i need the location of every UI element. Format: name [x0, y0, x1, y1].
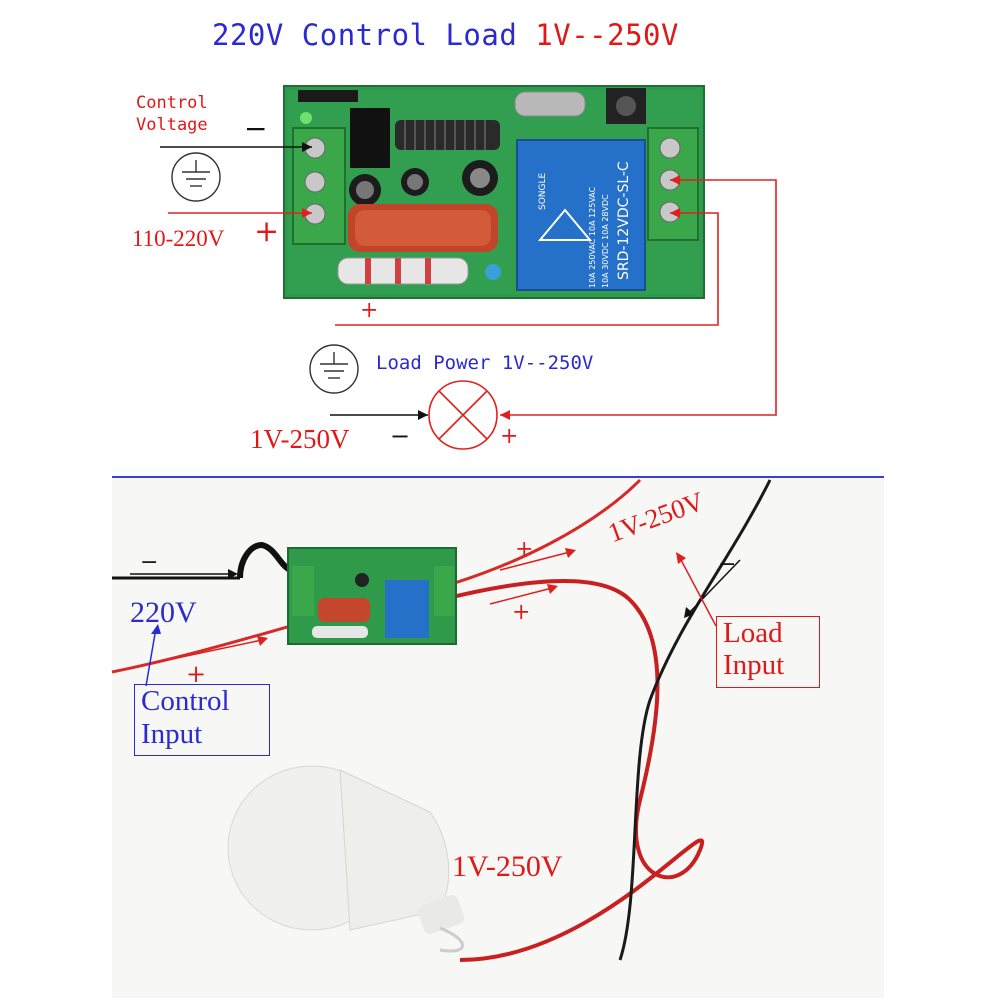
control-minus-sign: −	[244, 112, 268, 145]
control-voltage-line-2: Voltage	[136, 115, 208, 135]
load-positive-wire	[335, 212, 719, 326]
section-divider	[112, 476, 884, 478]
lamp-plus-sign: +	[500, 424, 519, 449]
title-main: 220V Control Load	[212, 18, 536, 52]
supply-voltage-label: 110-220V	[132, 226, 225, 251]
photo-load-plus-lower: +	[512, 600, 531, 625]
load-voltage-label: 1V-250V	[250, 424, 350, 454]
page-title: 220V Control Load 1V--250V	[212, 18, 679, 52]
photo-control-voltage: 220V	[130, 596, 197, 629]
load-input-line-2: Input	[723, 649, 785, 681]
antenna-coil	[395, 120, 500, 150]
load-input-line-1: Load	[723, 617, 783, 649]
relay-model: SRD-12VDC-SL-C	[616, 161, 632, 280]
ground-icon	[309, 344, 359, 394]
load-black-wire	[618, 479, 772, 961]
control-voltage-label: Control Voltage	[136, 92, 208, 136]
relay-rating-1: 10A 250VAC 10A 125VAC	[588, 186, 597, 288]
control-input-line-1: Control	[141, 685, 230, 717]
photo-control-minus: −	[140, 550, 159, 575]
load-power-label: Load Power 1V--250V	[376, 352, 594, 374]
load-wire-to-lamp	[500, 179, 777, 416]
bulb-voltage-label: 1V-250V	[452, 850, 563, 883]
lamp-icon	[428, 380, 498, 450]
photo-load-minus: −	[718, 552, 737, 577]
load-input-callout: Load Input	[716, 616, 820, 688]
photo-control-plus: +	[186, 660, 207, 688]
ground-icon	[171, 152, 221, 202]
wiring-diagram: SRD-12VDC-SL-C SONGLE 10A 250VAC 10A 125…	[160, 85, 777, 450]
control-input-callout: Control Input	[134, 684, 270, 756]
control-input-line-2: Input	[141, 718, 203, 750]
relay: SRD-12VDC-SL-C SONGLE 10A 250VAC 10A 125…	[516, 139, 646, 291]
load-line-plus-sign: +	[360, 298, 379, 323]
photo-load-plus-upper: +	[515, 537, 534, 562]
lamp-minus-sign: −	[390, 422, 411, 450]
relay-brand: SONGLE	[538, 172, 548, 210]
control-voltage-line-1: Control	[136, 93, 208, 113]
left-terminal-block	[292, 112, 346, 245]
bulb-icon	[227, 765, 465, 953]
photo-pcb	[287, 547, 457, 645]
title-voltage: 1V--250V	[535, 18, 679, 52]
relay-rating-2: 10A 30VDC 10A 28VDC	[601, 194, 610, 288]
right-terminal-block	[647, 127, 699, 241]
control-plus-sign: +	[254, 214, 280, 249]
